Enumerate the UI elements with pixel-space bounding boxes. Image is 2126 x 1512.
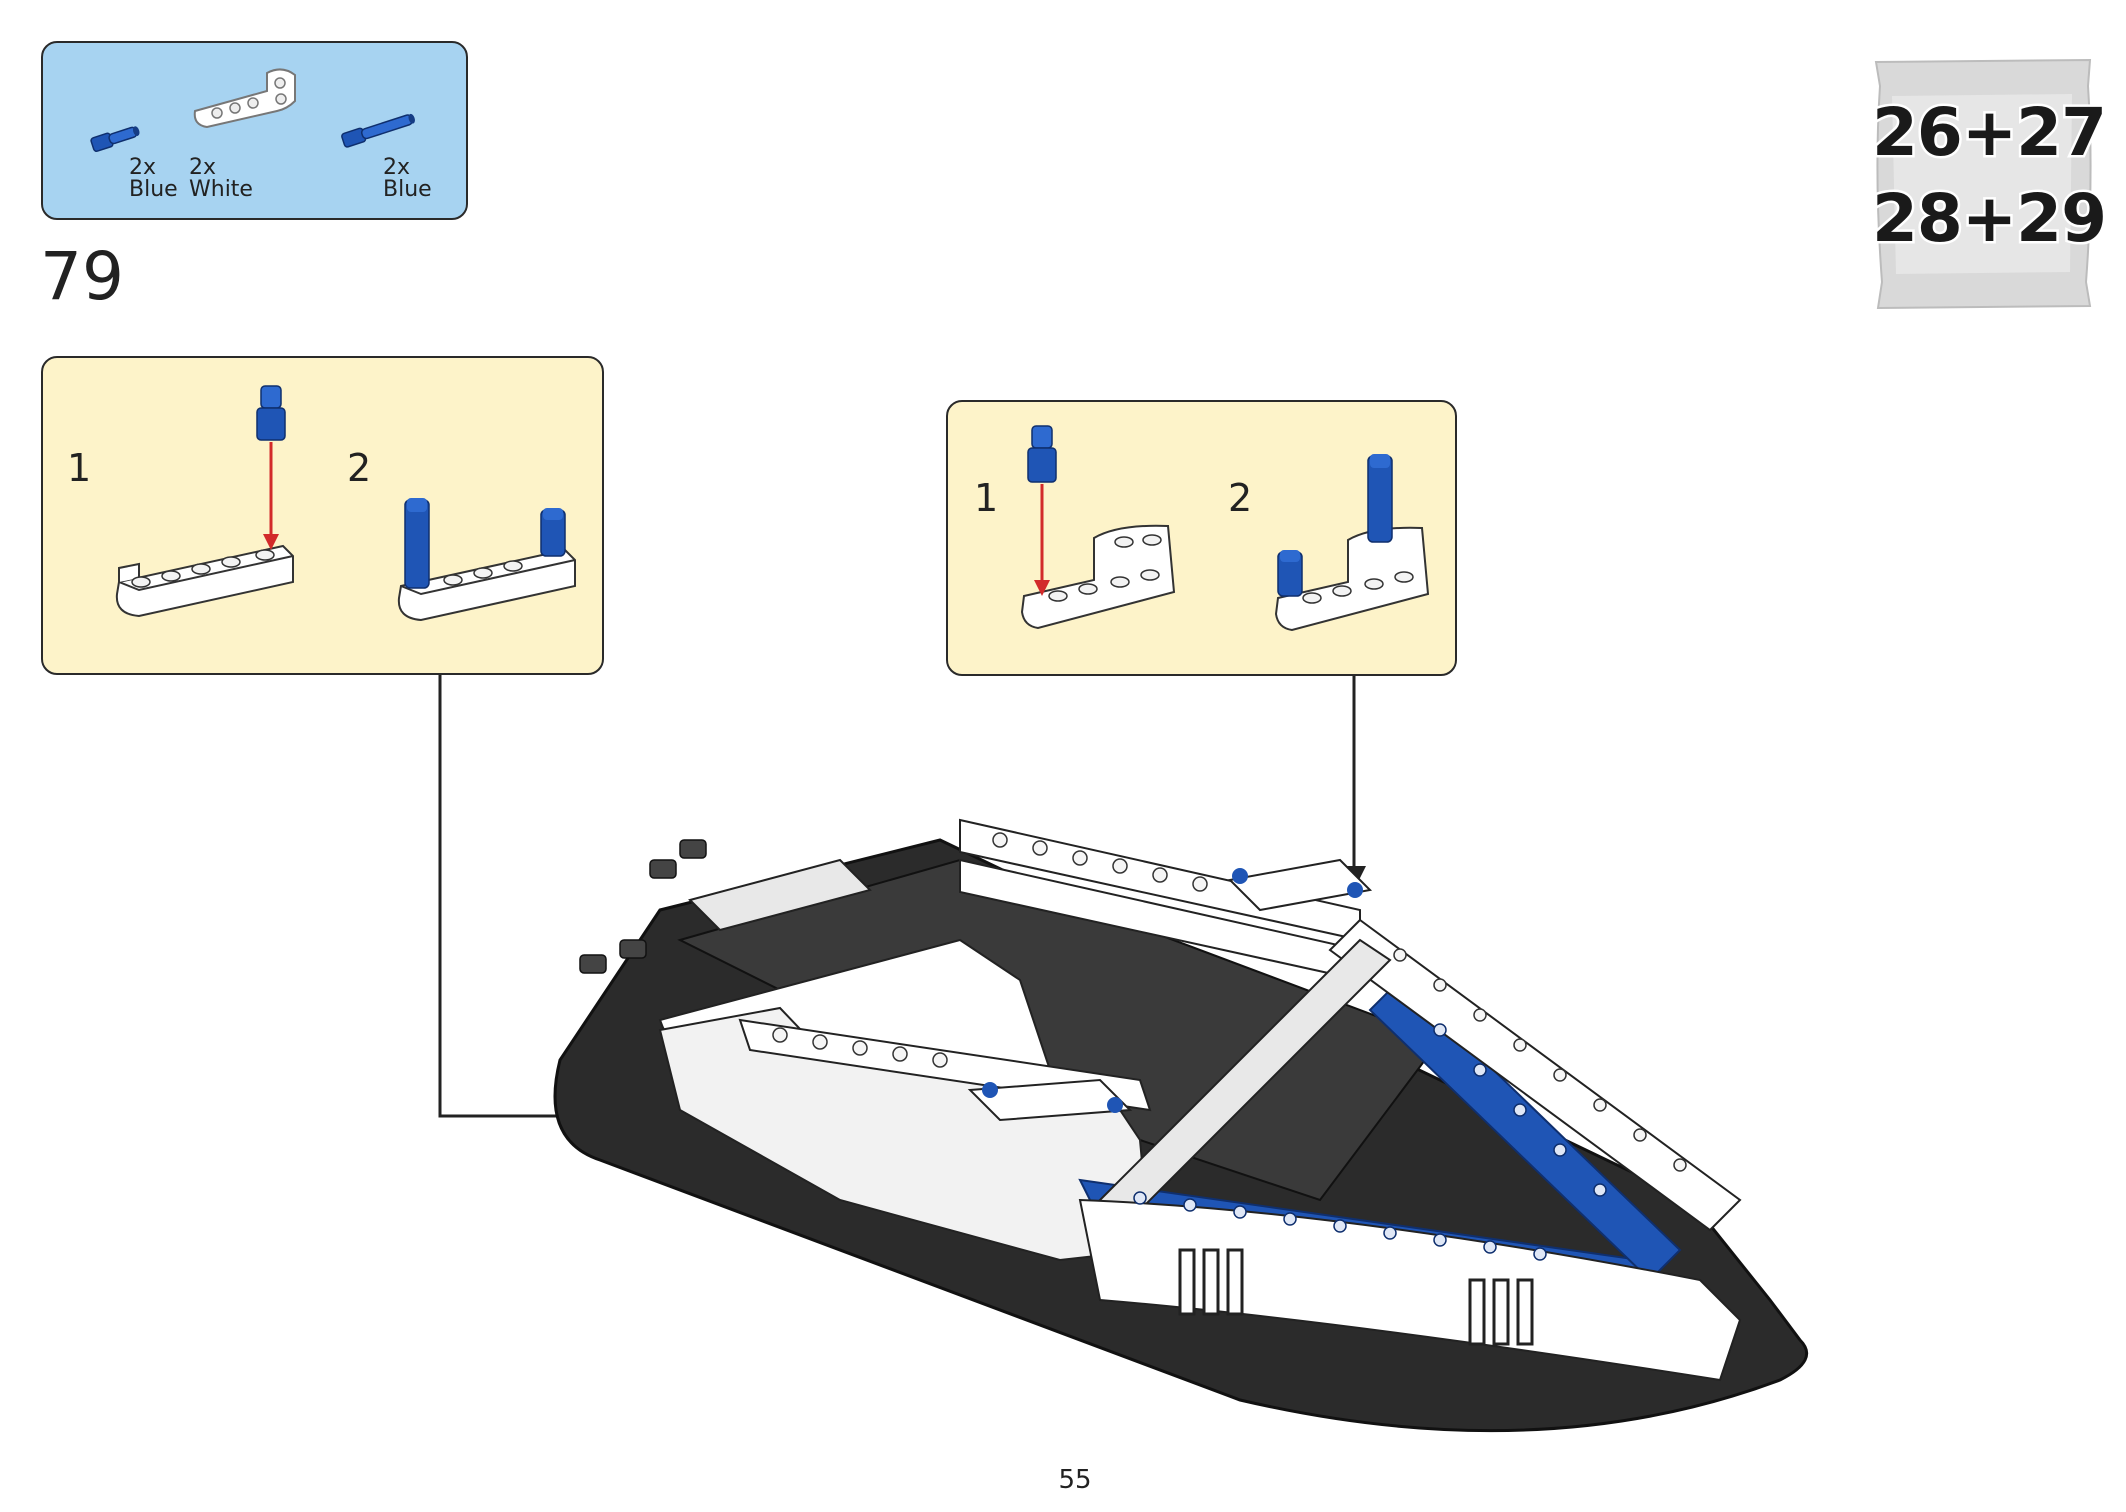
parts-bag-icon xyxy=(1874,58,2092,310)
part-item: 2x Blue xyxy=(85,43,178,218)
white-l-beam-icon xyxy=(193,68,296,129)
sub-step-label: 2 xyxy=(347,446,372,490)
part-color: Blue xyxy=(383,177,432,202)
parts-list-box: 2x Blue 2x White 2x Blue xyxy=(41,41,468,220)
sub-step-label: 1 xyxy=(974,476,999,520)
boat-model-illustration xyxy=(553,818,1809,1433)
sub-step-label: 2 xyxy=(1228,476,1253,520)
part-color: Blue xyxy=(129,177,178,202)
sub-assembly-callout-right: 1 2 xyxy=(946,400,1457,676)
part-color: White xyxy=(189,177,253,202)
sub-step-label: 1 xyxy=(67,446,92,490)
bag-indicator: 26+27 28+29 xyxy=(1870,56,2110,310)
sub-assembly-callout-left: 1 2 xyxy=(41,356,604,675)
part-qty: 2x xyxy=(383,155,411,180)
bag-number-bottom: 28+29 xyxy=(1870,178,2110,260)
step-number: 79 xyxy=(40,238,124,315)
blue-pin-icon xyxy=(90,126,140,152)
part-item: 2x Blue xyxy=(335,43,445,218)
sub-step-illustration xyxy=(115,385,576,622)
part-qty: 2x xyxy=(129,155,157,180)
blue-long-pin-icon xyxy=(341,113,415,148)
part-item: 2x White xyxy=(187,43,307,218)
sub-step-illustration xyxy=(1020,425,1430,632)
page-number: 55 xyxy=(1058,1465,1092,1495)
part-qty: 2x xyxy=(189,155,217,180)
bag-number-top: 26+27 xyxy=(1870,92,2110,174)
